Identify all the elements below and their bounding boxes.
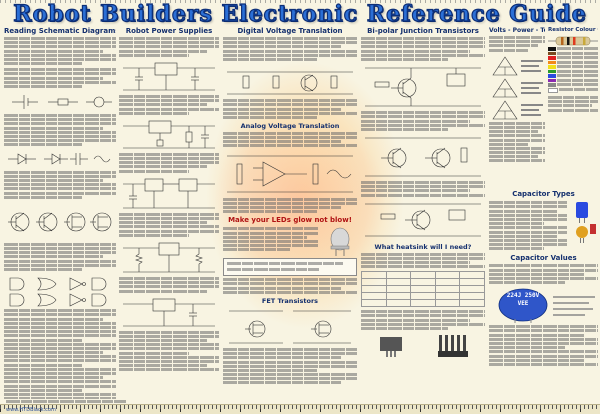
text-block bbox=[223, 197, 357, 214]
battery-symbols-diagram bbox=[12, 94, 112, 109]
text-block bbox=[223, 347, 357, 385]
heading-analog: Analog Voltage Translation bbox=[240, 121, 340, 130]
text-block bbox=[4, 37, 116, 66]
text-block bbox=[489, 325, 598, 366]
capacitor-disc bbox=[498, 288, 595, 324]
led-text bbox=[223, 226, 319, 256]
capacitor-types-section bbox=[489, 200, 598, 251]
text-block bbox=[119, 152, 219, 173]
regulator-circuit-3 bbox=[123, 178, 215, 208]
heading-volts: Volts - Power - Temperature bbox=[489, 27, 545, 34]
led-illustration bbox=[330, 227, 350, 257]
text-block bbox=[4, 68, 116, 88]
text-block bbox=[223, 37, 357, 61]
transistor-symbols-diagram bbox=[8, 212, 112, 231]
column-digital: Digital Voltage Translation Analog Volta… bbox=[223, 27, 357, 399]
bjt-circuit-3 bbox=[365, 203, 481, 236]
text-block bbox=[4, 114, 116, 147]
heading-bjt: Bi-polar Junction Transistors bbox=[367, 27, 479, 35]
regulator-circuit-1 bbox=[123, 62, 215, 91]
text-block bbox=[361, 37, 485, 61]
led-formula-box bbox=[223, 258, 357, 277]
ohms-law-triangle-3 bbox=[492, 100, 543, 119]
fet-circuits bbox=[229, 310, 351, 344]
digital-translation-circuit bbox=[227, 71, 353, 95]
text-block bbox=[361, 252, 485, 269]
text-block bbox=[4, 170, 116, 199]
text-block bbox=[119, 212, 219, 237]
capacitor-marking: 224J 250V VEE bbox=[501, 292, 545, 308]
text-block bbox=[489, 264, 598, 285]
column-resistor: Resistor Colour Codes bbox=[548, 27, 598, 399]
led-section bbox=[223, 226, 357, 257]
ohms-law-triangle-2 bbox=[492, 78, 543, 97]
regulator-circuit-5 bbox=[123, 298, 215, 326]
to220-package-icon bbox=[380, 336, 402, 357]
poster-title: Robot Builders Electronic Reference Guid… bbox=[13, 0, 587, 27]
text-block bbox=[119, 37, 219, 57]
text-block bbox=[489, 36, 545, 52]
capacitor-types-text bbox=[489, 200, 567, 251]
heatsink-fins-icon bbox=[438, 334, 468, 357]
heading-heatsink: What heatsink will I need? bbox=[374, 242, 472, 251]
ohms-law-triangle-1 bbox=[492, 56, 543, 75]
text-block bbox=[119, 276, 219, 293]
top-ruler bbox=[0, 0, 600, 3]
footer-note bbox=[6, 399, 126, 404]
heatsink-table bbox=[361, 271, 485, 308]
analog-translation-circuit bbox=[227, 156, 353, 193]
heading-capacitor-values: Capacitor Values bbox=[510, 254, 577, 263]
text-block bbox=[361, 181, 485, 197]
column-schematic: Reading Schematic Diagrams bbox=[4, 27, 116, 399]
text-block bbox=[361, 310, 485, 330]
heading-schematic: Reading Schematic Diagrams bbox=[4, 27, 116, 35]
capacitor-value-illustration: 224J 250V VEE bbox=[489, 287, 598, 324]
text-block bbox=[119, 94, 219, 115]
heading-digital: Digital Voltage Translation bbox=[237, 27, 343, 35]
footer-site[interactable]: www.HTDBlack.com bbox=[6, 407, 56, 413]
heading-leds: Make your LEDs glow not blow! bbox=[228, 216, 352, 225]
column-power: Robot Power Supplies bbox=[119, 27, 219, 399]
capacitor-images bbox=[576, 202, 596, 243]
bjt-circuit-1 bbox=[365, 67, 481, 107]
text-block bbox=[223, 131, 357, 148]
bottom-ruler bbox=[0, 404, 600, 414]
regulator-circuit-2 bbox=[123, 120, 215, 148]
capacitor-value-text: 224J 250V bbox=[506, 292, 540, 300]
text-block bbox=[548, 96, 598, 112]
text-block bbox=[119, 330, 219, 372]
heatsink-images bbox=[361, 333, 485, 359]
column-capacitors: Capacitor Types Capacitor Values bbox=[489, 190, 598, 400]
text-block bbox=[489, 121, 545, 163]
text-block bbox=[4, 309, 116, 399]
text-block bbox=[223, 278, 357, 294]
logic-gates-diagram bbox=[9, 277, 107, 307]
heading-fet: FET Transistors bbox=[261, 296, 319, 305]
text-block bbox=[223, 99, 357, 119]
column-volts: Volts - Power - Temperature bbox=[489, 27, 545, 399]
heading-power: Robot Power Supplies bbox=[125, 27, 213, 35]
text-block bbox=[4, 242, 116, 271]
column-bjt: Bi-polar Junction Transistors bbox=[361, 27, 485, 399]
text-block bbox=[361, 111, 485, 131]
capacitor-marking-text: VEE bbox=[517, 300, 529, 308]
resistor-illustration bbox=[548, 36, 598, 46]
bjt-circuit-2 bbox=[365, 137, 481, 177]
resistor-colour-table bbox=[548, 47, 598, 93]
heading-capacitor-types: Capacitor Types bbox=[512, 190, 575, 198]
regulator-circuit-4 bbox=[123, 242, 215, 273]
heading-resistor: Resistor Colour Codes bbox=[548, 27, 598, 33]
diode-symbols-diagram bbox=[8, 153, 111, 166]
